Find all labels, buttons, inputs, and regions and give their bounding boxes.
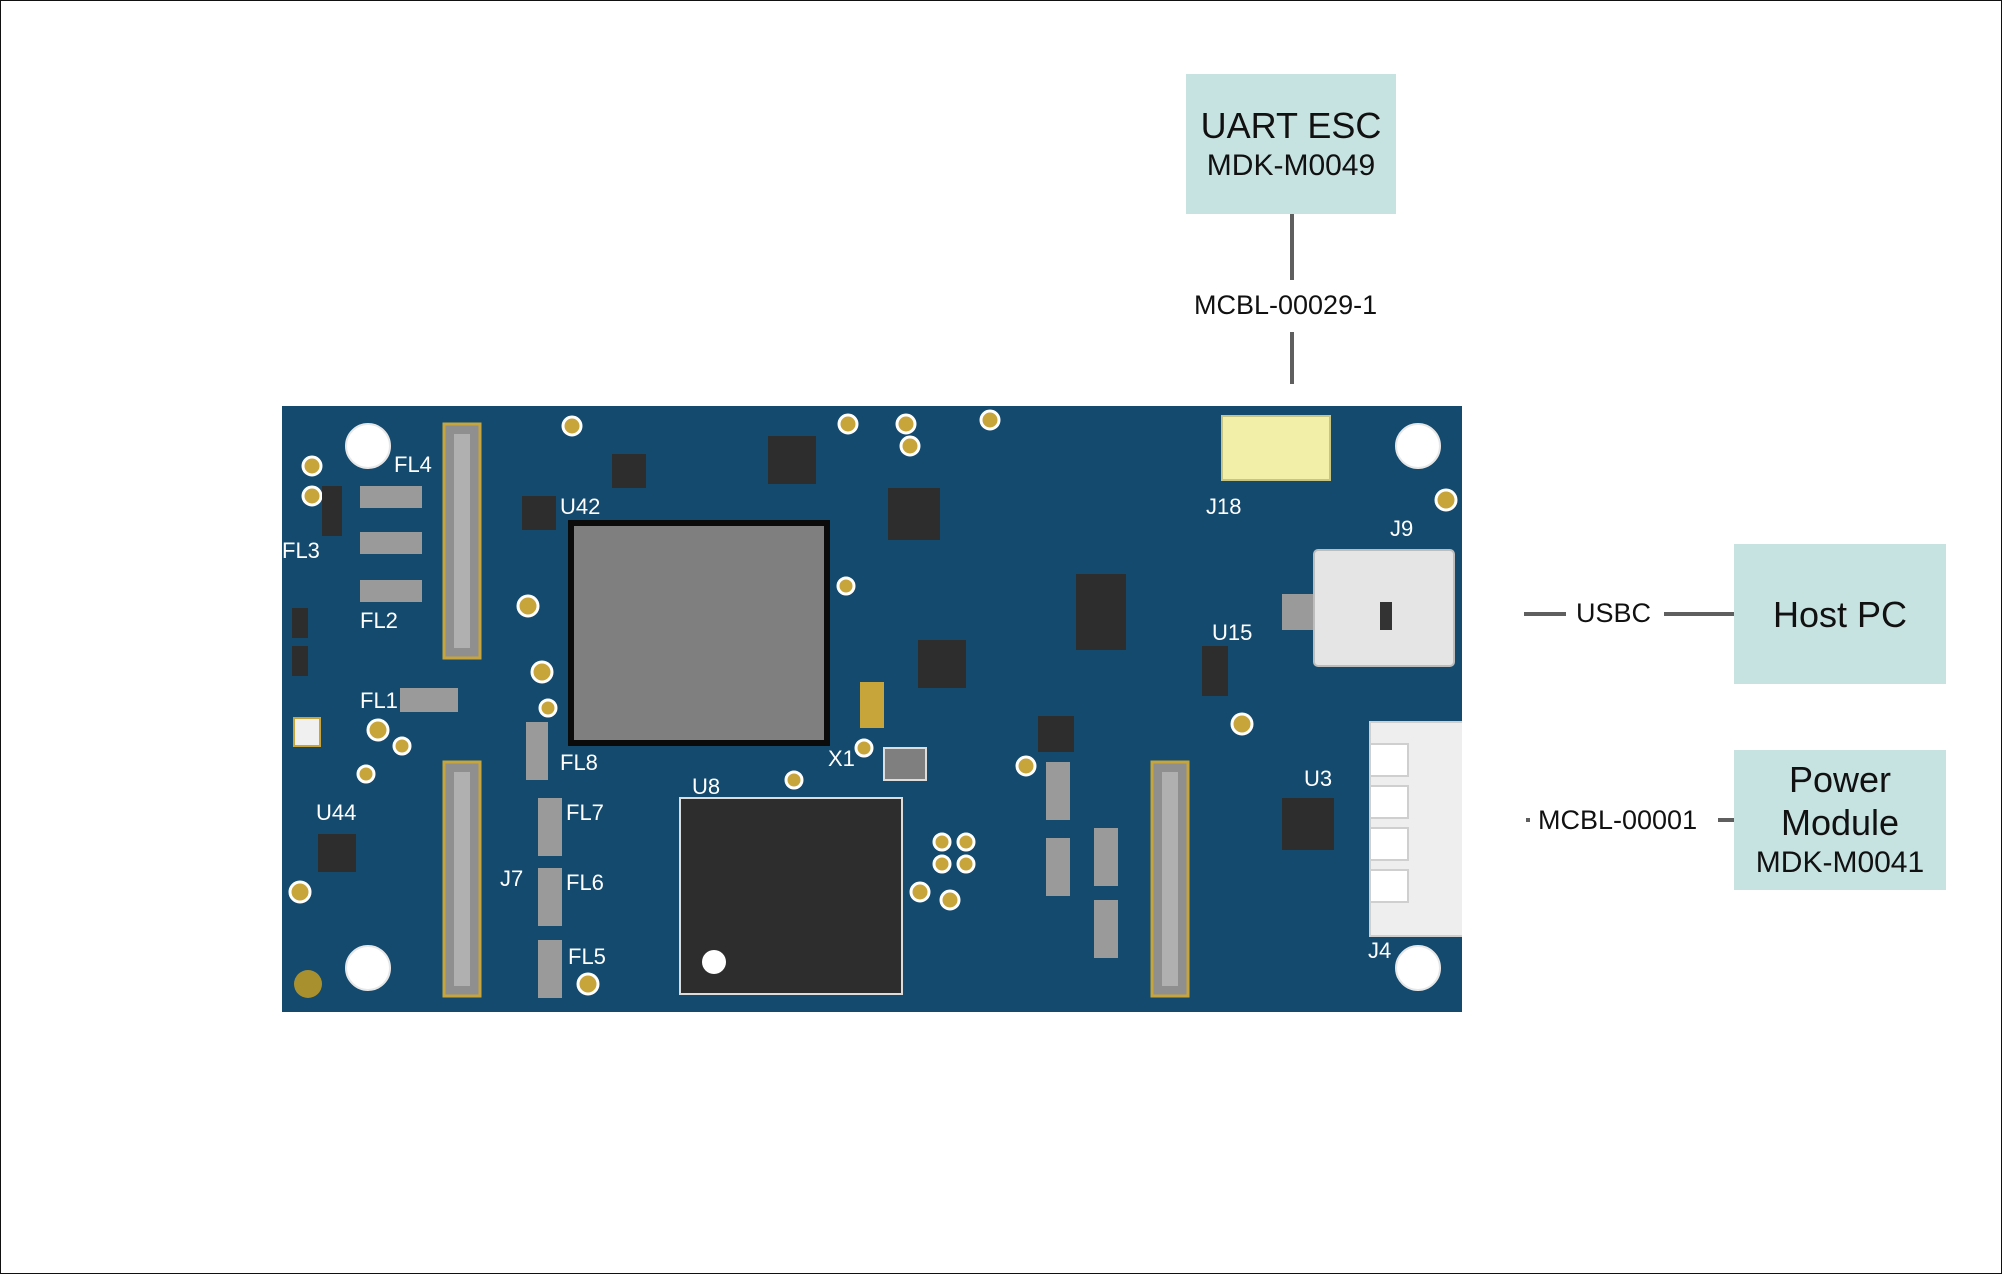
uart-esc-part: MDK-M0049 (1206, 148, 1376, 182)
filter-components (360, 486, 1316, 998)
pcb-label-u44: U44 (316, 800, 356, 825)
silkscreen-labels: FL4 FL3 FL2 FL1 U44 J7 FL8 FL7 FL6 FL5 U… (282, 452, 1413, 969)
uart-esc-title: UART ESC (1200, 104, 1382, 146)
host-pc-box: Host PC (1734, 544, 1946, 684)
j18-connector (1221, 415, 1331, 481)
pcb-label-j9: J9 (1390, 516, 1413, 541)
pcb-label-j18: J18 (1206, 494, 1241, 519)
small-ics (292, 436, 1334, 872)
pcb-label-fl5: FL5 (568, 944, 606, 969)
pcb-label-u15: U15 (1212, 620, 1252, 645)
usb-cable-line-right (1664, 612, 1734, 616)
u6-component (860, 682, 884, 728)
power-module-title-1: Power (1788, 759, 1892, 800)
pcb-label-fl4: FL4 (394, 452, 432, 477)
pcb-label-u3: U3 (1304, 766, 1332, 791)
gold-pad-corner (294, 970, 322, 998)
mounting-hole-tr (1395, 423, 1441, 469)
pcb-board: FL4 FL3 FL2 FL1 U44 J7 FL8 FL7 FL6 FL5 U… (282, 406, 1462, 1012)
pcb-label-fl3: FL3 (282, 538, 320, 563)
mounting-hole-bl (345, 945, 391, 991)
pcb-label-fl1: FL1 (360, 688, 398, 713)
pcb-label-j7: J7 (500, 866, 523, 891)
power-module-box: Power Module MDK-M0041 (1734, 750, 1946, 890)
pcb-label-fl2: FL2 (360, 608, 398, 633)
mounting-hole-tl (345, 423, 391, 469)
x1-crystal (883, 747, 927, 781)
mounting-hole-br (1395, 945, 1441, 991)
host-pc-title: Host PC (1772, 593, 1908, 635)
power-module-title-2: Module (1780, 802, 1900, 843)
power-cable-line-right (1718, 818, 1734, 822)
power-cable-line-left (1526, 818, 1530, 822)
uart-cable-line-upper (1290, 214, 1294, 280)
usb-cable-label: USBC (1576, 598, 1652, 628)
pcb-label-u42: U42 (560, 494, 600, 519)
pcb-label-u8: U8 (692, 774, 720, 799)
gold-vias (288, 409, 1458, 996)
uart-esc-box: UART ESC MDK-M0049 (1186, 74, 1396, 214)
pcb-label-fl7: FL7 (566, 800, 604, 825)
mounting-holes (345, 423, 1441, 991)
power-module-part: MDK-M0041 (1755, 846, 1925, 879)
pcb-label-fl6: FL6 (566, 870, 604, 895)
usb-cable-line-left (1524, 612, 1566, 616)
uart-cable-label: MCBL-00029-1 (1194, 290, 1378, 320)
ds4-led (293, 717, 321, 747)
power-cable-label: MCBL-00001 (1538, 805, 1698, 835)
u8-pin1-dot (702, 950, 726, 974)
uart-cable-line-lower (1290, 332, 1294, 384)
pcb-label-fl8: FL8 (560, 750, 598, 775)
pcb-label-x1: X1 (828, 746, 855, 771)
pcb-label-j4: J4 (1368, 938, 1391, 963)
